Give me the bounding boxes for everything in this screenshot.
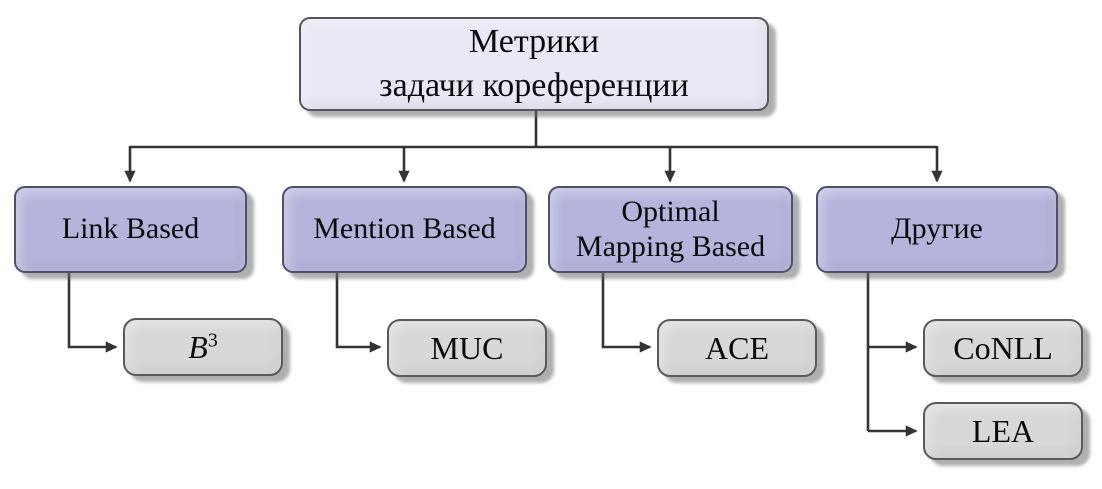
ace-label: ACE [705,329,769,366]
node-lea: LEA [923,402,1083,460]
b-cubed-label: B3 [188,328,218,365]
node-ace: ACE [657,319,817,377]
node-other: Другие [816,186,1058,273]
node-muc: MUC [387,319,547,377]
muc-label: MUC [430,329,504,366]
node-conll: CoNLL [923,319,1083,377]
optimal-label-line2: Mapping Based [575,229,766,263]
root-label-line1: Метрики [468,23,600,61]
other-label: Другие [891,212,983,246]
arrow-mention-to-muc [335,272,382,353]
optimal-label-line1: Optimal [621,195,720,228]
arrow-optimal-to-ace [601,272,652,353]
root-label-line2: задачи кореференции [379,67,689,104]
arrow-link-to-b3 [67,272,118,353]
node-link-based: Link Based [14,186,247,273]
mention-based-label: Mention Based [313,212,496,246]
conll-label: CoNLL [953,329,1053,366]
node-b-cubed: B3 [123,318,283,376]
node-optimal-mapping-based: Optimal Mapping Based [548,186,793,273]
node-root-metrics: Метрики задачи кореференции [299,17,769,111]
link-based-label: Link Based [61,212,200,246]
lea-label: LEA [971,412,1035,449]
node-mention-based: Mention Based [282,186,527,273]
